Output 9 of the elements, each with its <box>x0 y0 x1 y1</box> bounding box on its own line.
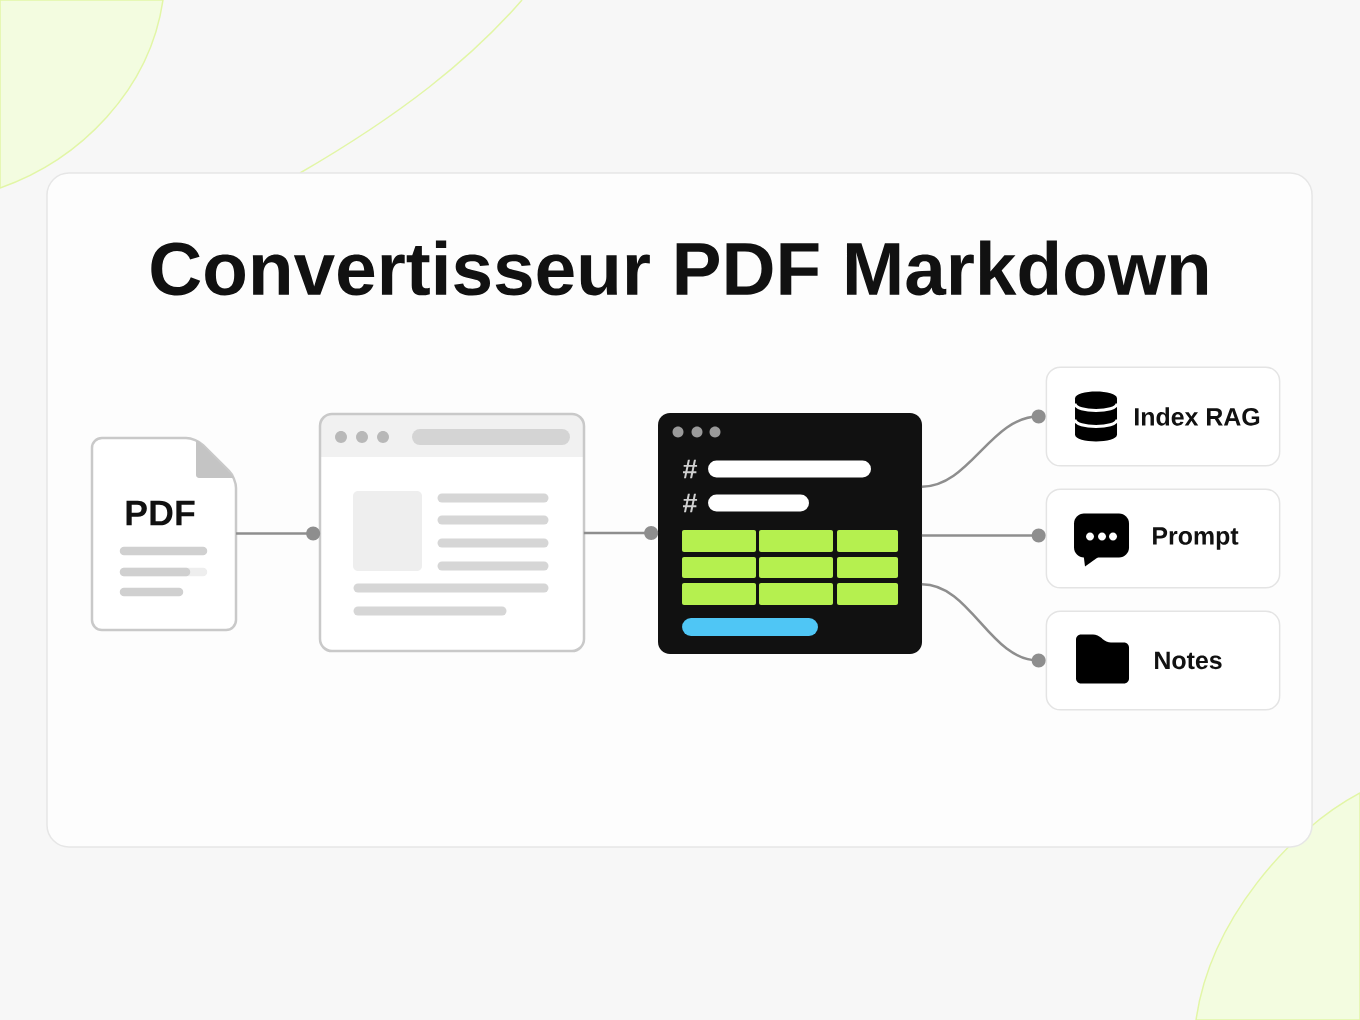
browser-window <box>318 412 586 653</box>
connector <box>921 409 1046 488</box>
connector <box>236 526 321 541</box>
document: PDF <box>90 436 238 632</box>
connector <box>583 525 659 540</box>
connector <box>921 528 1046 543</box>
title: Convertisseur PDF Markdown <box>151 240 1208 296</box>
output-box: Index RAG <box>1045 366 1281 467</box>
connector <box>921 583 1046 668</box>
